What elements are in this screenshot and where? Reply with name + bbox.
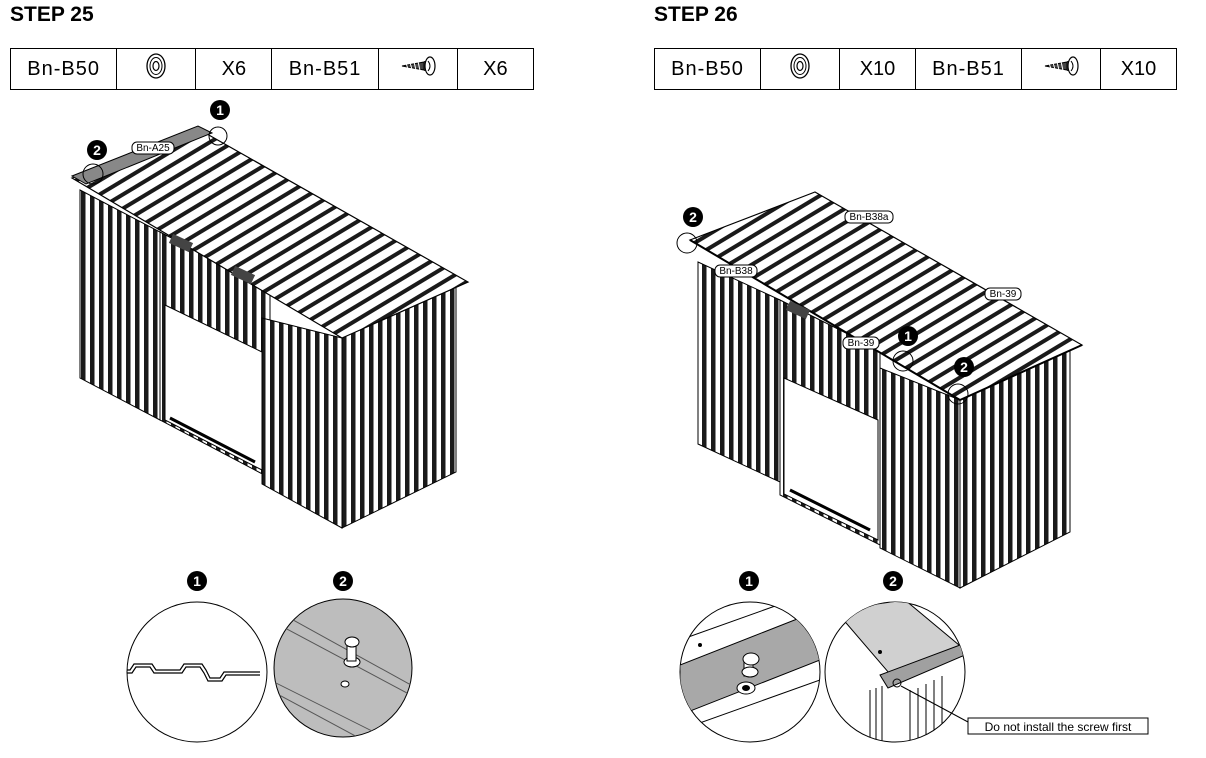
part-code: Bn-B50: [654, 48, 761, 90]
screw-icon: [1021, 48, 1101, 90]
svg-text:Bn-39: Bn-39: [848, 338, 875, 349]
callout-bn-b38: Bn-B38: [714, 264, 758, 278]
part-code: Bn-B51: [915, 48, 1022, 90]
marker-2: 2: [333, 571, 353, 591]
marker-1: 1: [210, 100, 230, 120]
part-qty: X6: [195, 48, 273, 90]
washer-icon: [116, 48, 197, 90]
step26-title: STEP 26: [654, 3, 738, 26]
step26-parts-table: Bn-B50 X10 Bn-B51 X10: [654, 48, 1177, 90]
highlight-circle: [208, 126, 228, 146]
part-qty: X10: [1100, 48, 1177, 90]
callout-bn-39: Bn-39: [984, 287, 1022, 301]
svg-text:Do not install the screw first: Do not install the screw first: [985, 720, 1132, 734]
marker-2: 2: [87, 140, 107, 160]
washer-icon: [760, 48, 840, 90]
marker-2: 2: [683, 207, 703, 227]
svg-text:Bn-B38a: Bn-B38a: [850, 212, 889, 223]
highlight-circle: [82, 163, 104, 185]
part-qty: X10: [839, 48, 916, 90]
detail-screw-ridge: [679, 601, 821, 743]
note-box: Do not install the screw first: [967, 717, 1149, 735]
marker-1: 1: [898, 326, 918, 346]
callout-bn-a25: Bn-A25: [131, 141, 175, 155]
svg-text:Bn-B38: Bn-B38: [719, 266, 753, 277]
svg-text:2: 2: [889, 573, 897, 589]
marker-1: 1: [739, 571, 759, 591]
screw-icon: [377, 48, 458, 90]
detail-screw-roof: [273, 598, 413, 738]
step25-parts-table: Bn-B50 X6 Bn-B51 X6: [9, 48, 535, 90]
svg-text:2: 2: [339, 573, 347, 589]
part-code: Bn-B50: [9, 48, 118, 90]
marker-2: 2: [954, 357, 974, 377]
svg-text:1: 1: [904, 328, 912, 344]
step25-shed-drawing: [70, 125, 470, 529]
detail-corner-trim: [824, 601, 969, 743]
callout-bn-39: Bn-39: [842, 336, 880, 350]
step25-title: STEP 25: [10, 3, 94, 26]
svg-text:1: 1: [193, 573, 201, 589]
part-code: Bn-B51: [271, 48, 379, 90]
callout-bn-b38a: Bn-B38a: [844, 210, 894, 224]
svg-text:Bn-A25: Bn-A25: [136, 143, 170, 154]
svg-text:2: 2: [960, 359, 968, 375]
svg-text:2: 2: [93, 142, 101, 158]
svg-text:Bn-39: Bn-39: [990, 289, 1017, 300]
svg-text:1: 1: [216, 102, 224, 118]
svg-text:2: 2: [689, 209, 697, 225]
highlight-circle: [947, 383, 969, 405]
step26-shed-drawing: [688, 191, 1084, 589]
svg-text:1: 1: [745, 573, 753, 589]
part-qty: X6: [456, 48, 535, 90]
highlight-circle: [892, 350, 914, 372]
highlight-circle: [676, 232, 698, 254]
marker-2: 2: [883, 571, 903, 591]
marker-1: 1: [187, 571, 207, 591]
detail-profile: [126, 601, 268, 743]
